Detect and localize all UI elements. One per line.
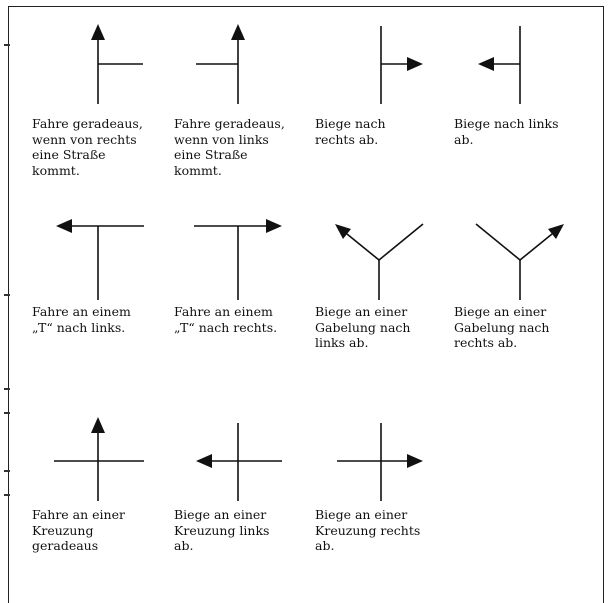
crossing-right-icon <box>337 423 423 501</box>
sign-straight-with-left-road: Fahre geradeaus, wenn von links eine Str… <box>170 14 310 178</box>
edge-tick <box>4 494 10 496</box>
sign-turn-left: Biege nach links ab. <box>450 14 590 147</box>
sign-straight-with-right-road: Fahre geradeaus, wenn von rechts eine St… <box>28 14 168 178</box>
sign-turn-right: Biege nach rechts ab. <box>311 14 451 147</box>
sign-caption: Fahre an einer Kreuzung geradeaus <box>32 507 125 553</box>
sign-crossing-straight: Fahre an einer Kreuzung geradeaus <box>28 405 168 554</box>
sign-t-junction-right: Fahre an einem „T“ nach rechts. <box>170 202 310 335</box>
sign-caption: Biege nach rechts ab. <box>315 116 386 147</box>
sign-crossing-left: Biege an einer Kreuzung links ab. <box>170 405 310 554</box>
sign-t-junction-left: Fahre an einem „T“ nach links. <box>28 202 168 335</box>
t-junction-right-icon <box>194 219 282 300</box>
sign-fork-left: Biege an einer Gabelung nach links ab. <box>311 202 451 351</box>
sign-caption: Biege an einer Gabelung nach rechts ab. <box>454 304 550 350</box>
sign-caption: Fahre geradeaus, wenn von links eine Str… <box>174 116 285 178</box>
edge-tick <box>4 294 10 296</box>
straight-with-right-road-icon <box>91 24 143 104</box>
sign-caption: Biege an einer Gabelung nach links ab. <box>315 304 411 350</box>
edge-tick <box>4 412 10 414</box>
crossing-left-icon <box>196 423 282 501</box>
sign-caption: Fahre geradeaus, wenn von rechts eine St… <box>32 116 143 178</box>
sign-caption: Biege an einer Kreuzung rechts ab. <box>315 507 421 553</box>
sign-caption: Fahre an einem „T“ nach rechts. <box>174 304 278 335</box>
edge-tick <box>4 388 10 390</box>
t-junction-left-icon <box>56 219 144 300</box>
turn-left-arrow-icon <box>478 26 521 104</box>
sign-crossing-right: Biege an einer Kreuzung rechts ab. <box>311 405 451 554</box>
crossing-straight-icon <box>54 417 144 501</box>
edge-tick <box>4 470 10 472</box>
sign-caption: Biege an einer Kreuzung links ab. <box>174 507 270 553</box>
fork-left-arrow-icon <box>335 223 424 300</box>
fork-right-arrow-icon <box>475 223 564 300</box>
sign-fork-right: Biege an einer Gabelung nach rechts ab. <box>450 202 590 351</box>
turn-right-arrow-icon <box>380 26 423 104</box>
sign-caption: Fahre an einem „T“ nach links. <box>32 304 131 335</box>
figure-frame <box>8 6 604 603</box>
sign-caption: Biege nach links ab. <box>454 116 559 147</box>
edge-tick <box>4 44 10 46</box>
straight-with-left-road-icon <box>196 24 245 104</box>
